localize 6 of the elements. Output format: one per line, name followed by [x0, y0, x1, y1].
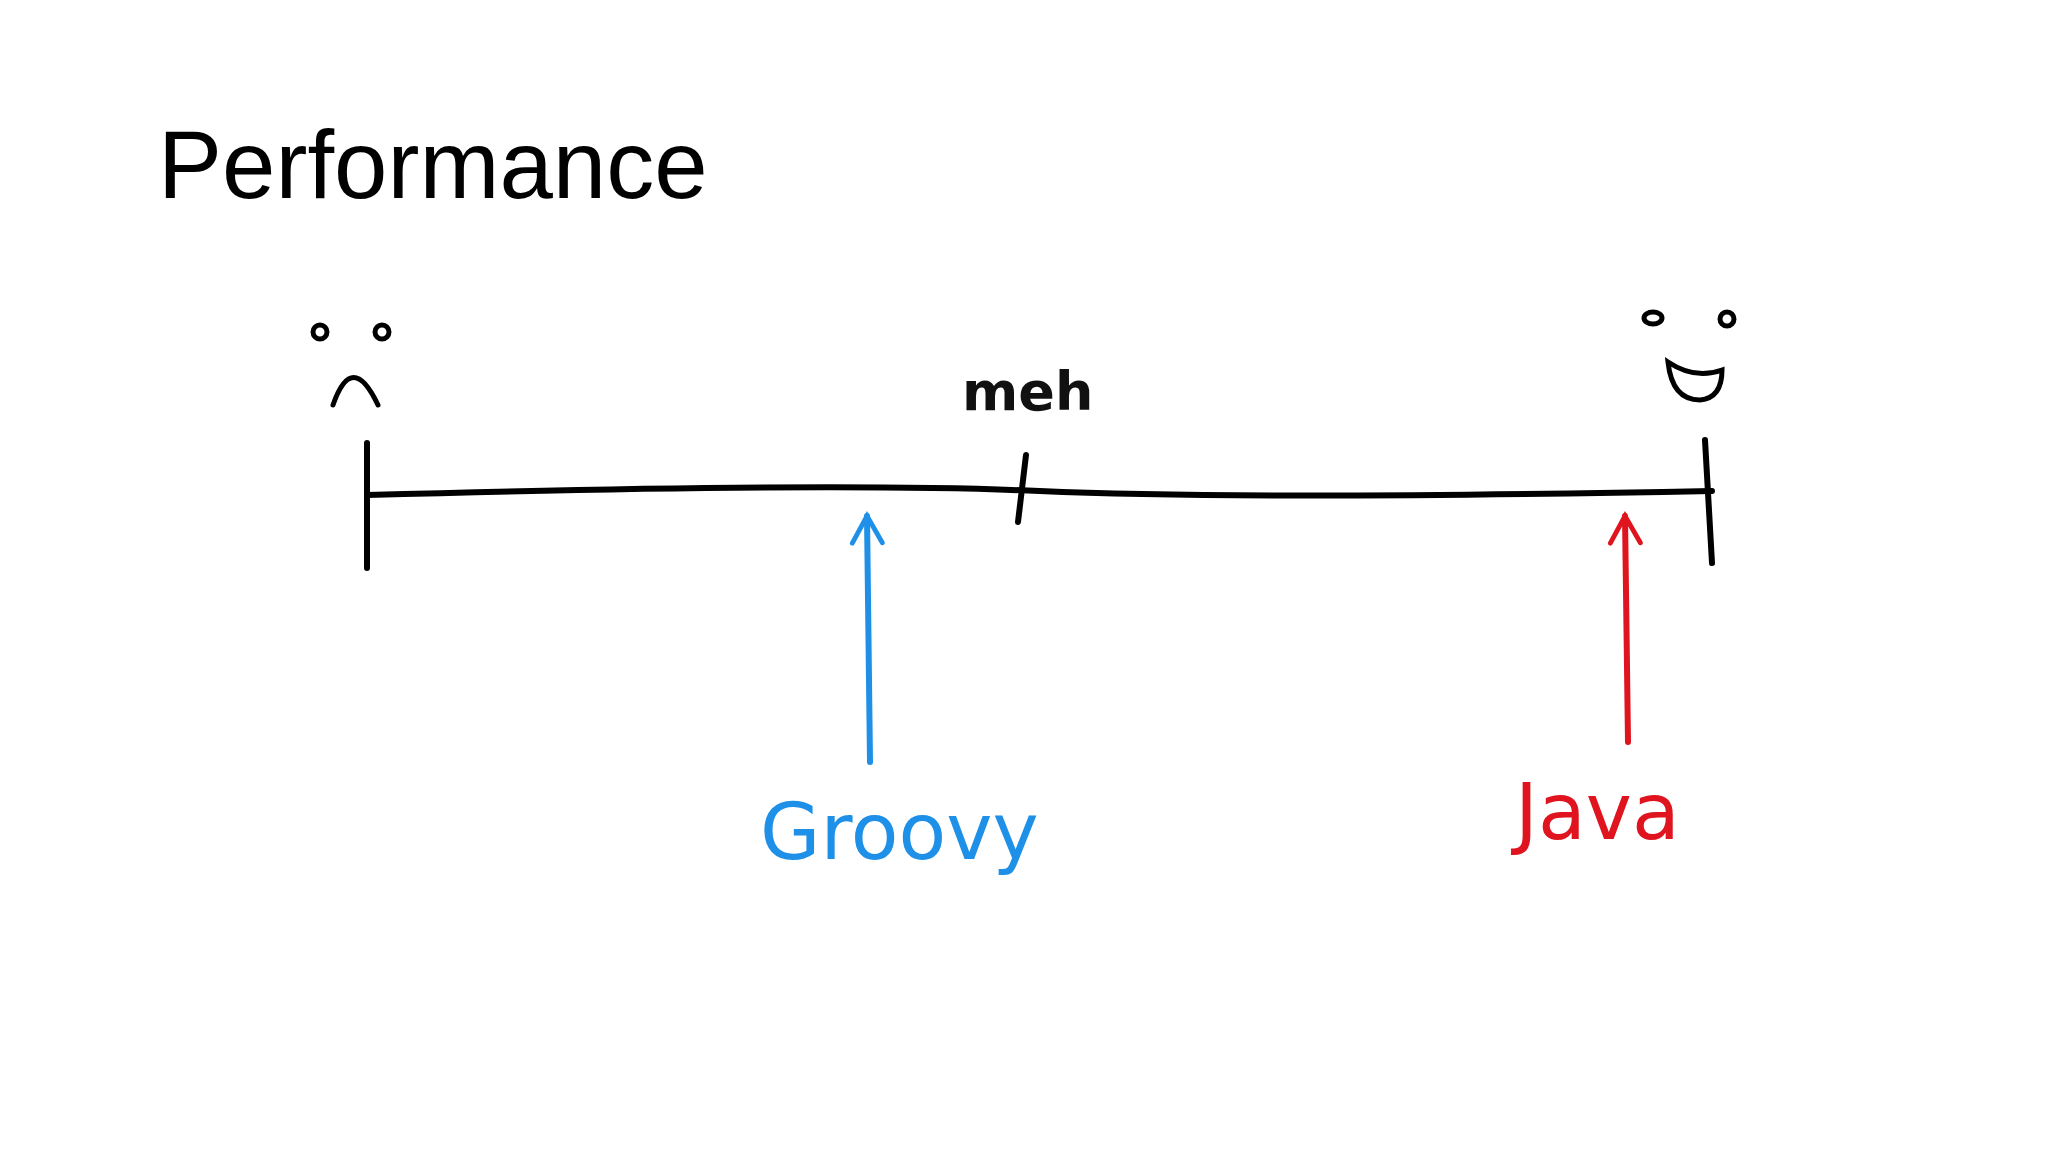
- arrow: [1607, 513, 1643, 745]
- arrow: [849, 513, 885, 765]
- scale-label: meh: [962, 360, 1094, 423]
- handwritten-label: Groovy: [760, 790, 1039, 876]
- slide-title: Performance: [158, 112, 708, 218]
- scale-line: [367, 484, 1712, 498]
